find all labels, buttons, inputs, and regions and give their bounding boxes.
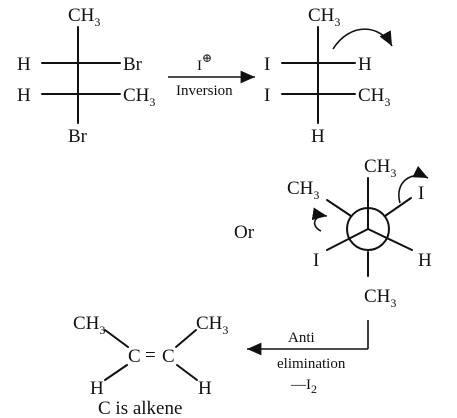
product-bond-left-bottom [104, 364, 128, 381]
elimination-arrow: Anti elimination —I2 [246, 320, 369, 396]
reactant-left-upper: H [17, 54, 31, 75]
rotation-curved-arrow [332, 28, 393, 50]
product-left-top: CH3 [73, 313, 105, 337]
reactant-right-lower: CH3 [123, 85, 155, 109]
newman-projection: CH3 CH3 I I H CH3 [287, 156, 432, 310]
newman-back-upper-left: CH3 [287, 178, 319, 202]
newman-curved-arrow-upper-right [398, 165, 429, 204]
reactant-right-upper: Br [123, 54, 143, 75]
back-bond-upper-right [384, 197, 412, 217]
newman-curved-arrow-left [311, 207, 328, 232]
product-bond-right-top [175, 329, 197, 348]
reactant-bottom-group: Br [68, 126, 88, 147]
or-label: Or [234, 222, 255, 243]
product-caption: C is alkene [98, 398, 182, 418]
front-bond-left [326, 228, 369, 251]
intermediate-top-group: CH3 [308, 5, 340, 29]
intermediate-right-upper: H [358, 54, 372, 75]
intermediate-bottom-group: H [311, 126, 325, 147]
elimination-label-anti: Anti [288, 330, 315, 346]
product-left-carbon: C [128, 346, 141, 367]
inversion-arrow: I⊕ Inversion [168, 51, 255, 99]
intermediate-right-lower: CH3 [358, 85, 390, 109]
product-right-carbon: C [162, 346, 175, 367]
elimination-label-elimination: elimination [277, 356, 346, 372]
reactant-fischer-projection: CH3 H Br H CH3 Br [17, 5, 155, 147]
newman-front-left: I [313, 250, 319, 271]
product-bond-right-bottom [176, 364, 198, 381]
newman-back-bottom: CH3 [364, 286, 396, 310]
front-bond-right [367, 228, 413, 251]
product-alkene: CH3 CH3 C = C H H C is alkene [73, 313, 228, 418]
newman-front-top: CH3 [364, 156, 396, 180]
newman-front-right: H [418, 250, 432, 271]
reactant-left-lower: H [17, 85, 31, 106]
elimination-label-minus-i2: —I2 [290, 377, 317, 396]
intermediate-left-upper: I [264, 54, 270, 75]
newman-back-upper-right: I [418, 183, 424, 204]
product-right-bottom: H [198, 378, 212, 399]
product-right-top: CH3 [196, 313, 228, 337]
product-left-bottom: H [90, 378, 104, 399]
intermediate-left-lower: I [264, 85, 270, 106]
product-bond-left-top [104, 329, 129, 348]
intermediate-fischer-projection: CH3 I H I CH3 H [264, 5, 393, 147]
iodide-reagent-label: I⊕ [197, 51, 212, 74]
reactant-top-group: CH3 [68, 5, 100, 29]
inversion-condition-label: Inversion [176, 83, 233, 99]
back-bond-upper-left [326, 199, 352, 217]
product-double-bond: = [145, 345, 156, 366]
